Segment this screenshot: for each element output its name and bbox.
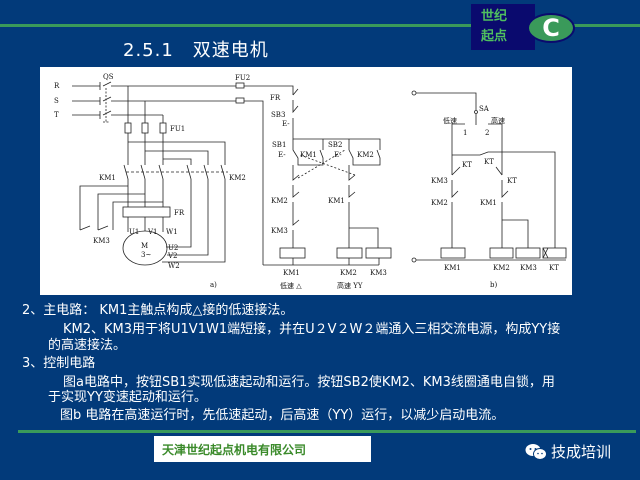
text-km2-km3-cont: 的高速接法。 bbox=[48, 338, 127, 353]
label: FR bbox=[174, 209, 185, 217]
label: FU1 bbox=[170, 125, 185, 133]
label: KM3 bbox=[370, 269, 387, 277]
label: KM2 bbox=[340, 269, 357, 277]
text-figure-a: 图a电路中，按钮SB1实现低速起动和运行。按钮SB2使KM2、KM3线圈通电自锁… bbox=[63, 375, 555, 390]
label: SA bbox=[479, 105, 490, 113]
label: W1 bbox=[166, 228, 178, 236]
control-circuit-a bbox=[263, 88, 392, 266]
label: SB1 bbox=[272, 141, 286, 149]
logo: 世纪起点 bbox=[471, 4, 535, 50]
text-figure-a-cont: 于实现YY变速起动和运行。 bbox=[48, 390, 207, 405]
text-main-circuit: 2、主电路： KM1主触点构成△接的低速接法。 bbox=[22, 303, 294, 318]
label: E- bbox=[278, 151, 286, 159]
text-control-heading: 3、控制电路 bbox=[22, 356, 96, 371]
label: 低速 △ bbox=[280, 281, 302, 290]
label: KM1 bbox=[328, 197, 345, 205]
label: FR bbox=[270, 94, 281, 102]
label: KM1 bbox=[480, 199, 497, 207]
main-circuit bbox=[72, 81, 294, 266]
company-name: 天津世纪起点机电有限公司 bbox=[154, 436, 371, 462]
label: FU2 bbox=[235, 74, 250, 82]
label: V1 bbox=[147, 228, 158, 236]
label: R bbox=[54, 82, 60, 90]
label: 3~ bbox=[141, 251, 151, 259]
circuit-svg: R S T QS FU2 FU1 KM1 KM2 KM3 FR U1 V1 W1… bbox=[54, 73, 567, 290]
page-title: 2.5.1 双速电机 bbox=[123, 40, 269, 61]
text-km2-km3: KM2、KM3用于将U1V1W1端短接，并在U２V２W２端通入三相交流电源，构成… bbox=[63, 322, 561, 337]
footer-divider bbox=[18, 430, 636, 433]
label: 高速 bbox=[491, 116, 505, 125]
control-b-labels: SA 低速 高速 1 2 KT KT KT KM3 KM2 KM1 KM1 KM… bbox=[431, 105, 559, 289]
label: S bbox=[54, 97, 59, 105]
wechat-account: 技成培训 bbox=[551, 443, 612, 461]
label: V2 bbox=[167, 252, 178, 260]
label: QS bbox=[103, 73, 114, 81]
label: E- bbox=[282, 120, 290, 128]
label: KT bbox=[549, 264, 559, 272]
caption: a) bbox=[210, 281, 217, 289]
label: KM2 bbox=[493, 264, 510, 272]
label: SB2 bbox=[328, 141, 342, 149]
header-divider bbox=[0, 24, 640, 27]
label: SB3 bbox=[271, 111, 285, 119]
label: 低速 bbox=[443, 116, 457, 125]
label: KM1 bbox=[444, 264, 461, 272]
label: KM2 bbox=[271, 197, 288, 205]
label: T bbox=[54, 111, 59, 119]
label: 2 bbox=[485, 129, 489, 137]
label: KM3 bbox=[93, 237, 110, 245]
label: KT bbox=[484, 158, 494, 166]
label: KT bbox=[507, 177, 517, 185]
label: KM1 bbox=[283, 269, 300, 277]
logo-text: 世纪 bbox=[481, 9, 508, 24]
logo-text: 起点 bbox=[481, 29, 508, 44]
text-figure-b: 图b 电路在高速运行时，先低速起动，后高速（YY）运行，以减少启动电流。 bbox=[60, 408, 505, 423]
label: 1 bbox=[463, 129, 467, 137]
label: KM3 bbox=[271, 227, 288, 235]
control-circuit-b bbox=[411, 90, 567, 263]
caption: b) bbox=[490, 281, 497, 289]
label: KM1 bbox=[300, 151, 317, 159]
label: KM2 bbox=[431, 199, 448, 207]
label: KM3 bbox=[520, 264, 537, 272]
logo-c-icon: C bbox=[527, 13, 575, 43]
label: KM3 bbox=[431, 177, 448, 185]
label: KM2 bbox=[229, 174, 246, 182]
control-a-labels: FR SB3 E- SB1 E- SB2 E- KM1 KM2 KM2 KM3 … bbox=[270, 94, 387, 290]
label: U1 bbox=[129, 228, 139, 236]
label: 高速 YY bbox=[337, 281, 363, 290]
circuit-diagram: R S T QS FU2 FU1 KM1 KM2 KM3 FR U1 V1 W1… bbox=[40, 67, 572, 295]
label: U2 bbox=[168, 244, 178, 252]
label: KM1 bbox=[99, 174, 116, 182]
label: KM2 bbox=[357, 151, 374, 159]
wechat-icon bbox=[525, 443, 547, 460]
label: KT bbox=[462, 161, 472, 169]
label: W2 bbox=[168, 262, 180, 270]
label: M bbox=[141, 242, 148, 250]
wechat-watermark: 技成培训 bbox=[525, 441, 611, 462]
main-labels: R S T QS FU2 FU1 KM1 KM2 KM3 FR U1 V1 W1… bbox=[54, 73, 250, 289]
label: E- bbox=[334, 151, 342, 159]
